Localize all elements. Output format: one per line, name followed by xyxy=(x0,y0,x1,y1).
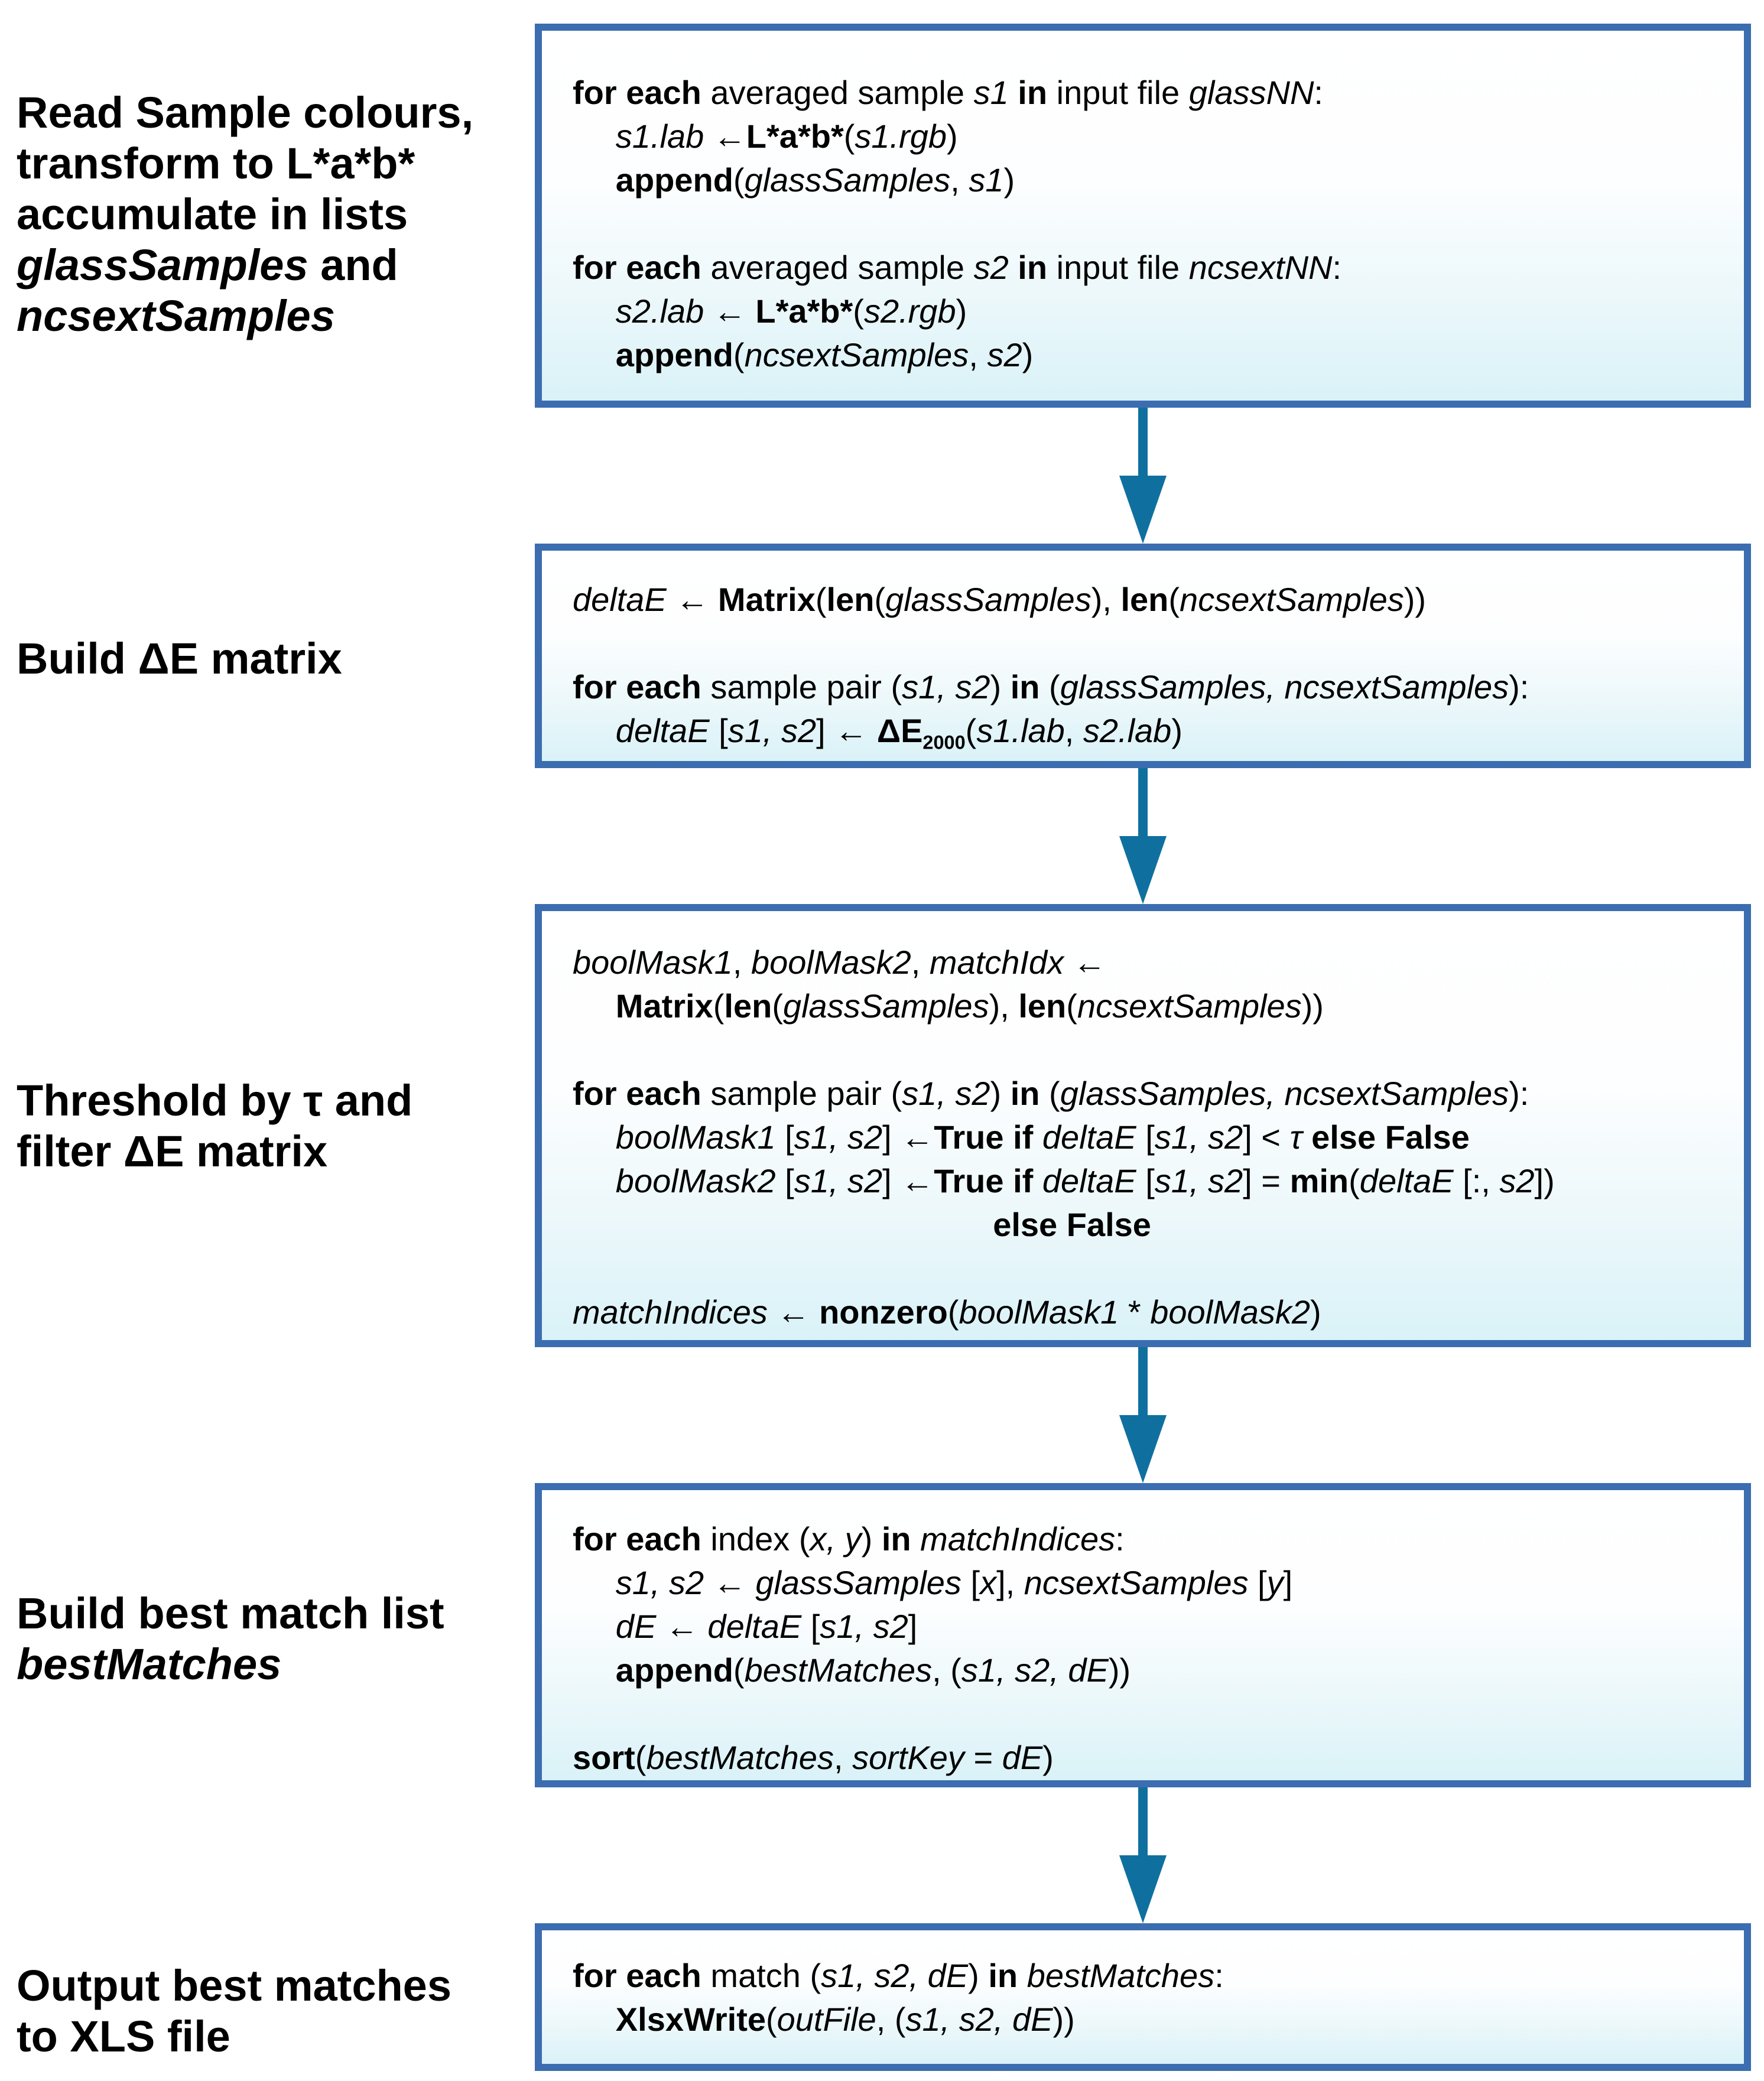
pseudocode-box-best-match: for each index (x, y) in matchIndices:s1… xyxy=(535,1483,1751,1787)
pseudocode-box-output: for each match (s1, s2, dE) in bestMatch… xyxy=(535,1923,1751,2071)
pseudocode-box-build-matrix: deltaE ← Matrix(len(glassSamples), len(n… xyxy=(535,544,1751,768)
arrow-head xyxy=(1119,1855,1167,1923)
arrow-stem xyxy=(1138,408,1148,477)
flow-arrow-down-icon xyxy=(1119,1347,1167,1483)
pseudocode-box-read-samples: for each averaged sample s1 in input fil… xyxy=(535,24,1751,408)
arrow-head xyxy=(1119,476,1167,544)
flow-arrow-down-icon xyxy=(1119,1787,1167,1923)
arrow-stem xyxy=(1138,1787,1148,1857)
arrow-head xyxy=(1119,836,1167,904)
stage-label-read-samples: Read Sample colours,transform to L*a*b*a… xyxy=(17,88,474,340)
arrow-stem xyxy=(1138,768,1148,838)
stage-label-build-matrix: Build ΔE matrix xyxy=(17,634,342,683)
pseudocode-box-threshold: boolMask1, boolMask2, matchIdx ←Matrix(l… xyxy=(535,904,1751,1347)
flow-arrow-down-icon xyxy=(1119,408,1167,544)
arrow-head xyxy=(1119,1415,1167,1483)
flow-arrow-down-icon xyxy=(1119,768,1167,904)
arrow-stem xyxy=(1138,1347,1148,1417)
